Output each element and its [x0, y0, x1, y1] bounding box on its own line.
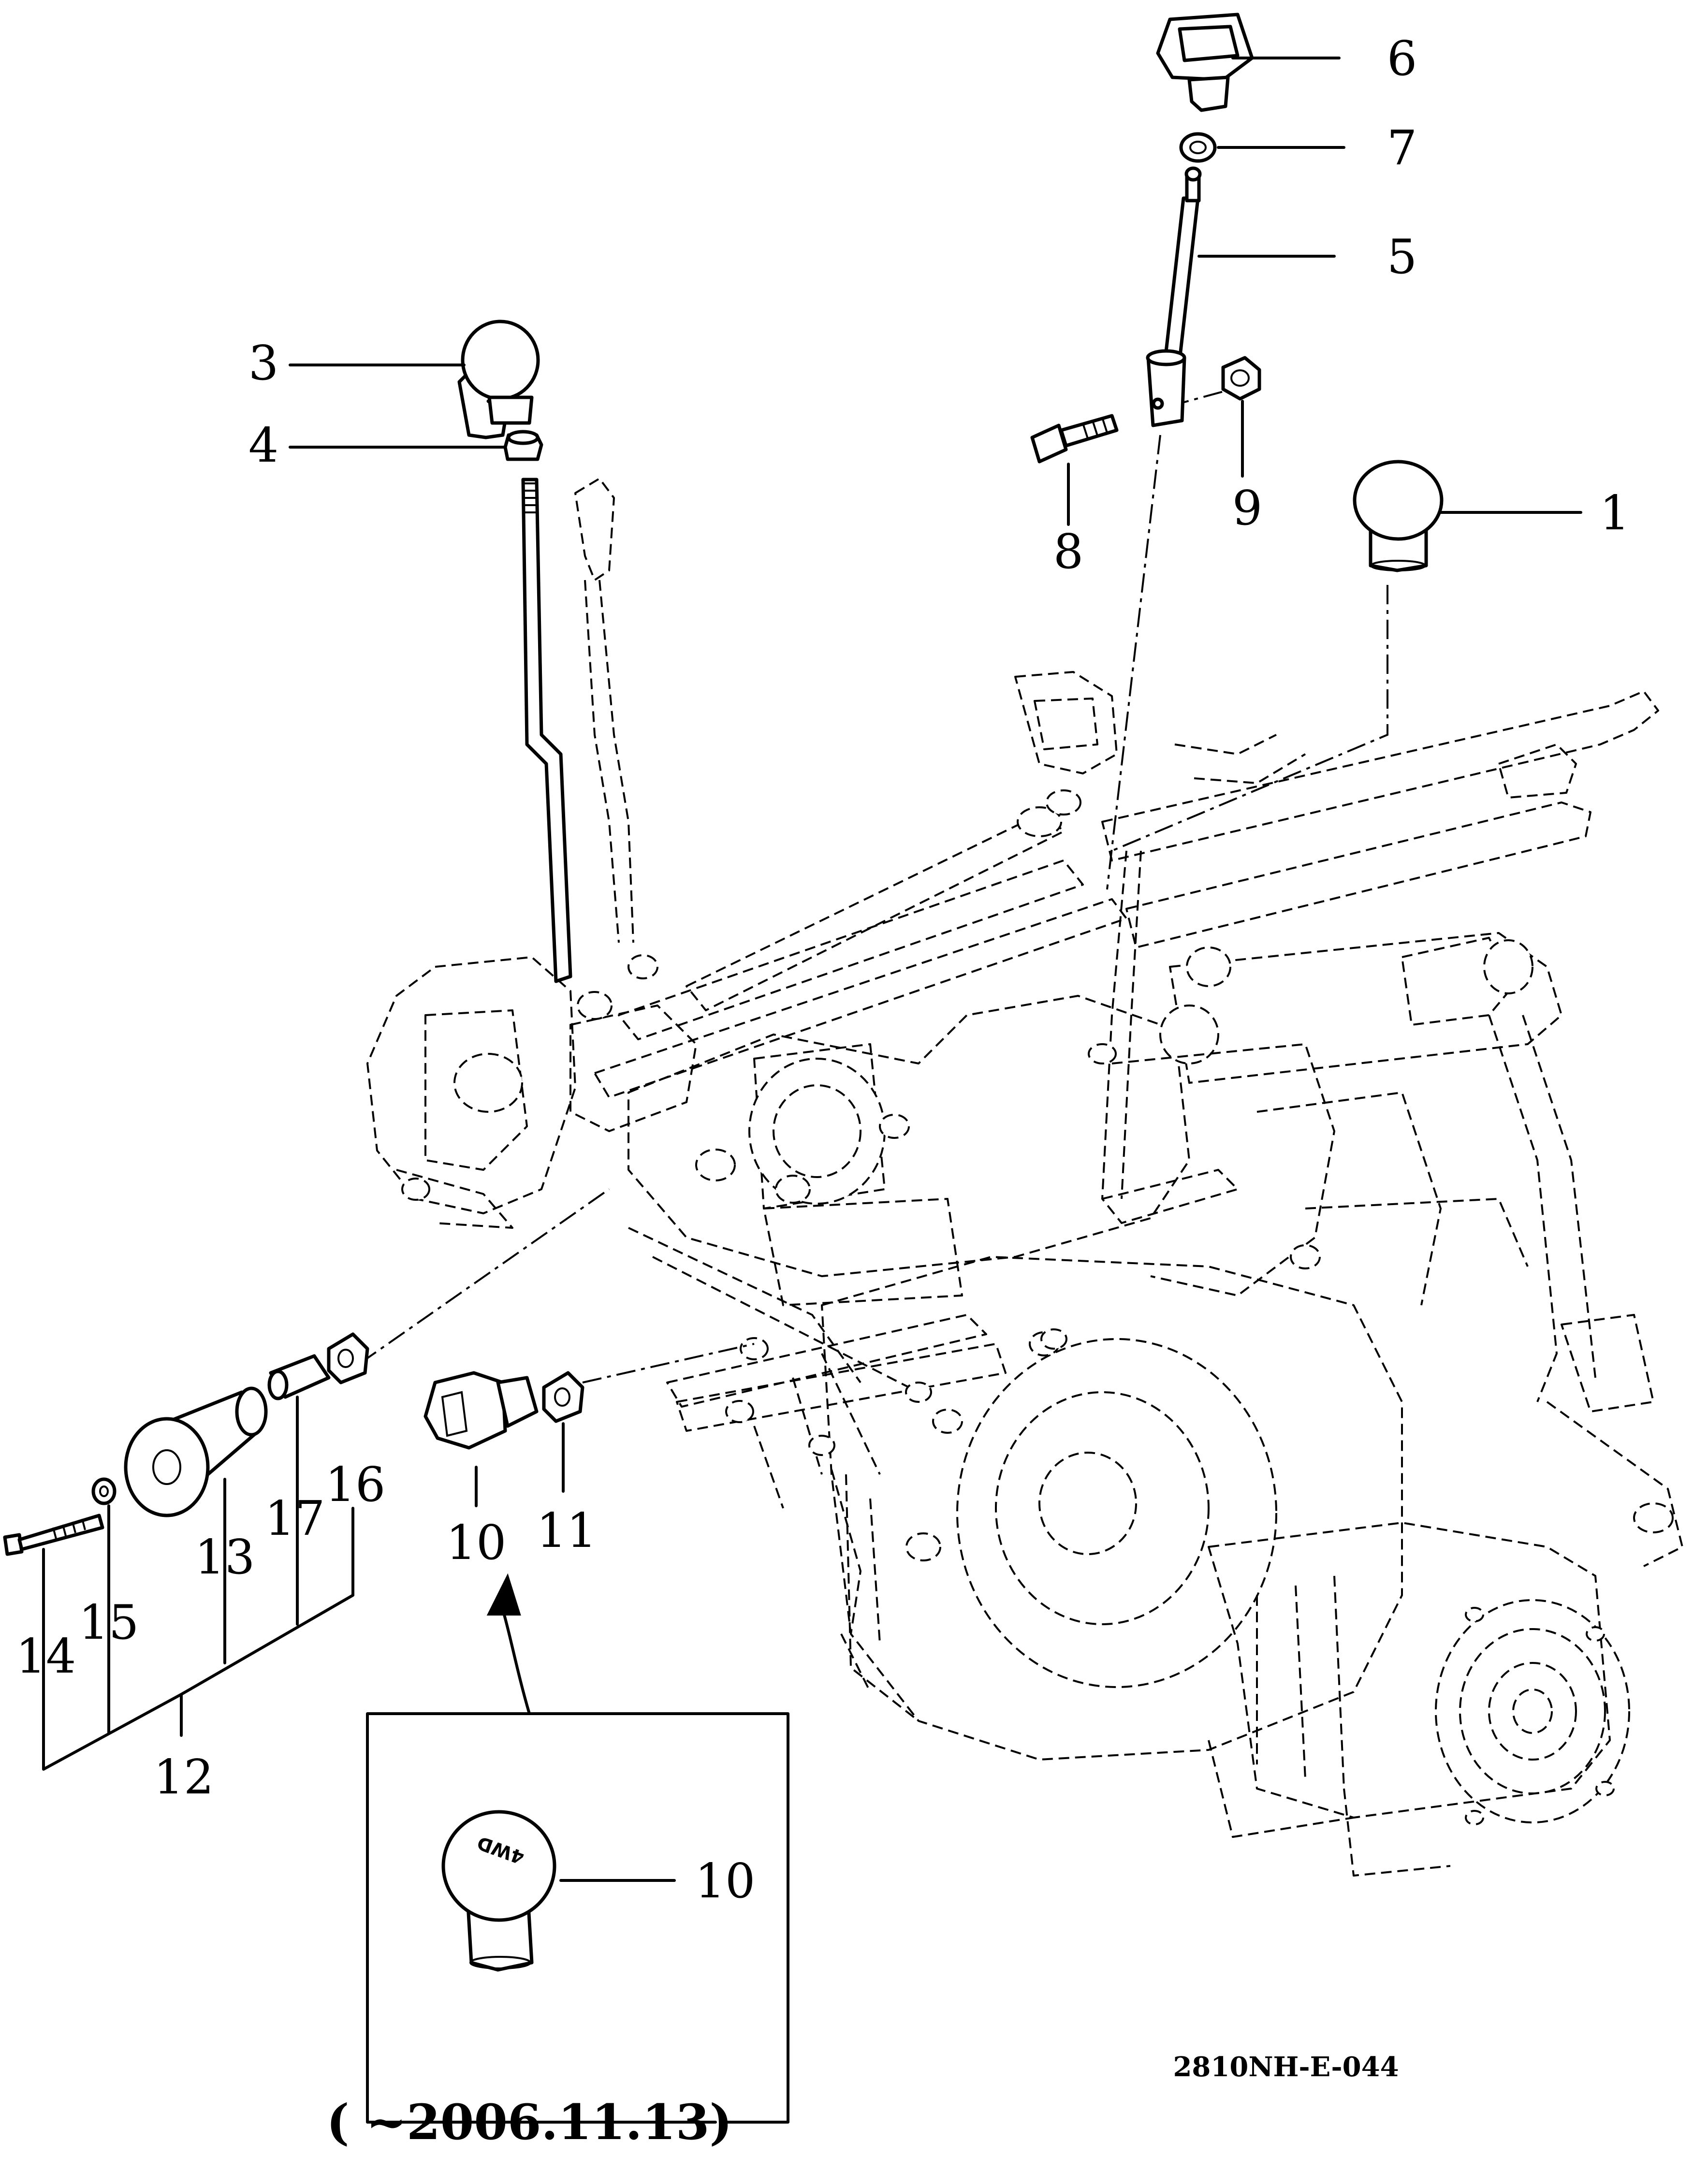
callout-8: 8: [1053, 524, 1083, 580]
reference-code: 2810NH-E-044: [1173, 2051, 1399, 2083]
knob-part-6: [1156, 13, 1254, 112]
callout-17: 17: [265, 1491, 325, 1546]
callout-14: 14: [16, 1629, 76, 1684]
nut-part-16: [327, 1332, 369, 1384]
callout-15: 15: [79, 1595, 139, 1650]
callout-11: 11: [537, 1503, 597, 1558]
callout-13: 13: [195, 1530, 255, 1585]
nut-part-11: [542, 1371, 584, 1423]
lever-rod-part-3: [521, 478, 572, 983]
callout-labels: 1 3 4 5 6 7 8 9 10 11 12 13 14 15 16 17 …: [16, 31, 1630, 2151]
bolt-part-14: [3, 1514, 104, 1556]
washer-part-15: [91, 1477, 117, 1505]
callout-9: 9: [1232, 481, 1262, 536]
callout-7: 7: [1387, 121, 1417, 176]
callout-16: 16: [325, 1457, 386, 1513]
knob-part-1: [1353, 460, 1444, 572]
callout-4: 4: [248, 418, 278, 473]
inset-date-label: ( ~2006.11.13): [326, 2094, 732, 2151]
callout-1: 1: [1600, 486, 1630, 541]
callout-6: 6: [1387, 31, 1417, 87]
bolt-part-8: [1030, 414, 1119, 464]
alignment-lines: [359, 391, 1388, 1384]
handle-part-13: [124, 1386, 268, 1517]
nut-part-4: [503, 430, 543, 461]
callout-3: 3: [248, 336, 278, 391]
spacer-part-17: [267, 1354, 331, 1400]
leader-lines: [42, 57, 1582, 1882]
inset-box: 4WD: [366, 1573, 789, 2124]
callout-5: 5: [1387, 230, 1417, 285]
nut-part-9: [1221, 356, 1261, 401]
transmission-housing-phantom: [366, 478, 1683, 1877]
callout-10-inset: 10: [695, 1854, 756, 1909]
callout-12: 12: [154, 1750, 214, 1805]
lever-rod-part-5: [1146, 166, 1202, 427]
knob-part-3: [457, 320, 540, 439]
nut-part-7: [1179, 132, 1217, 163]
knob-part-10-old: 4WD: [441, 1810, 556, 1972]
callout-10: 10: [446, 1515, 507, 1571]
knob-part-10: [423, 1371, 539, 1450]
